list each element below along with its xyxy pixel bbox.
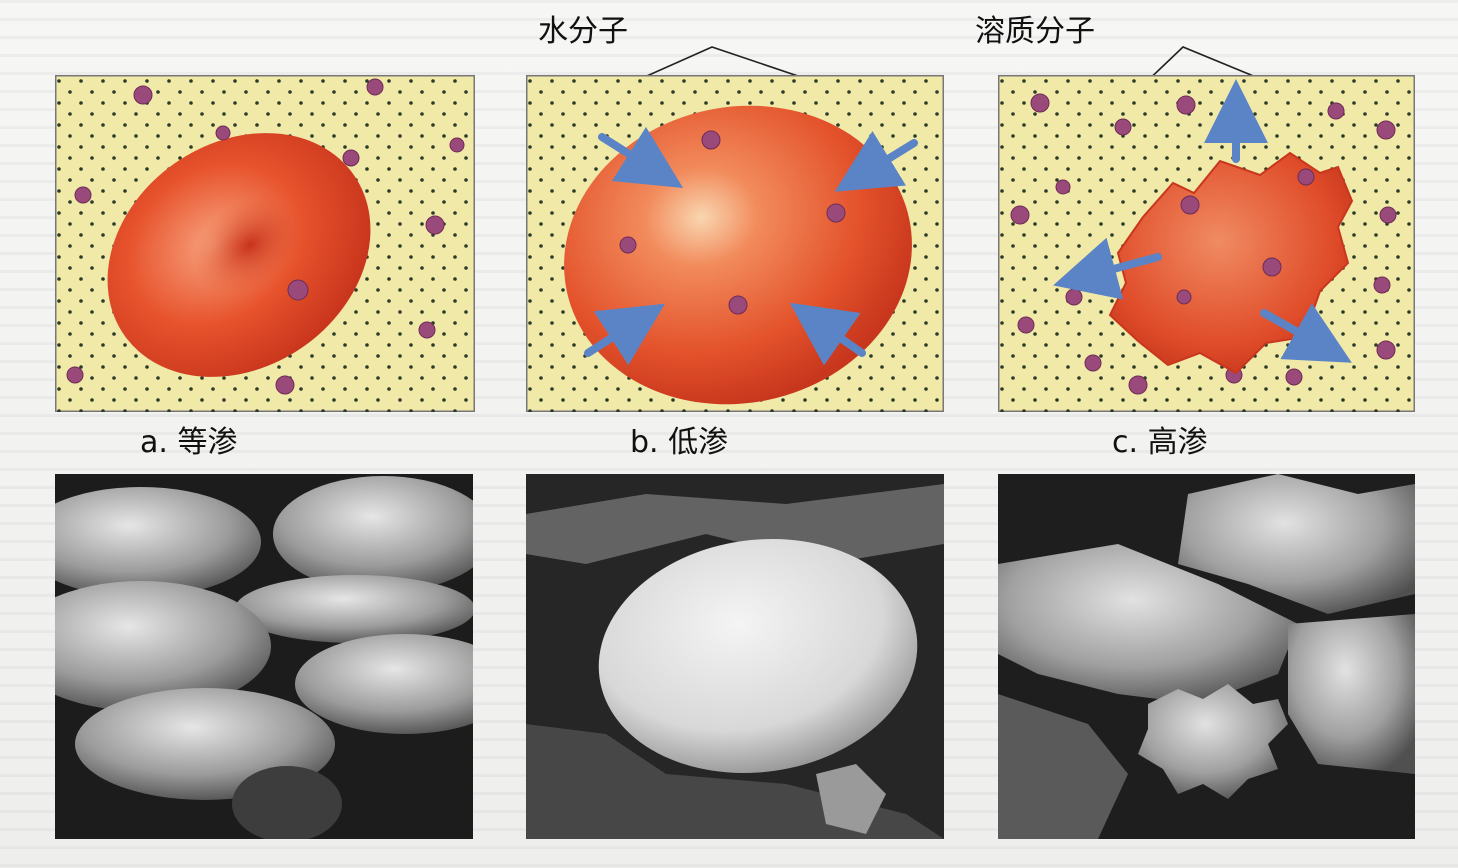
caption-hypotonic: b. 低渗	[630, 428, 728, 458]
caption-hypertonic: c. 高渗	[1112, 428, 1208, 458]
micrograph-isotonic	[55, 474, 473, 839]
diagram-panel-hypotonic	[526, 75, 944, 412]
micrograph-hypotonic	[526, 474, 944, 839]
diagram-panel-isotonic	[55, 75, 475, 412]
caption-isotonic: a. 等渗	[140, 428, 237, 458]
micrograph-hypertonic	[998, 474, 1415, 839]
diagram-panel-hypertonic	[998, 75, 1415, 412]
